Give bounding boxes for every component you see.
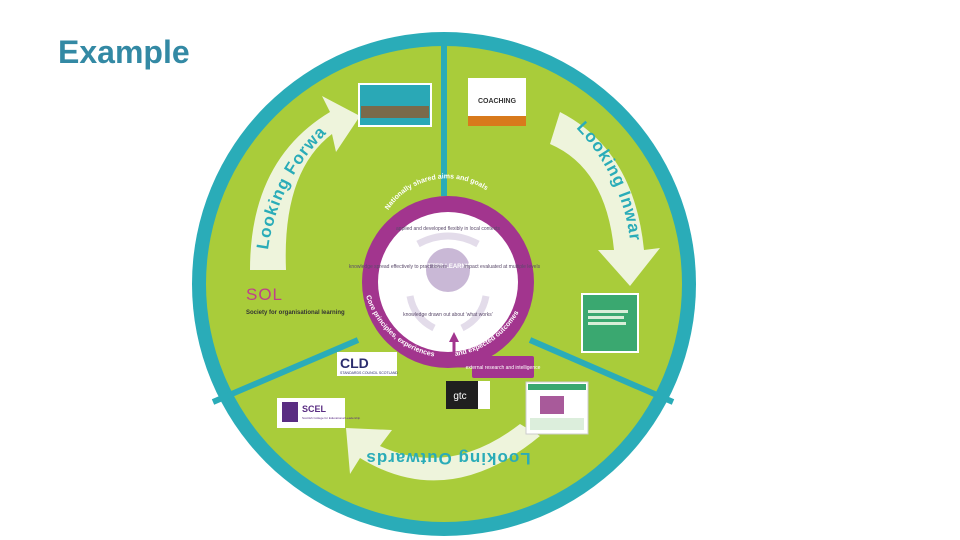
sol-logo: SOL Society for organisational learning (246, 285, 345, 316)
svg-text:Society for organisational lea: Society for organisational learning (246, 310, 345, 316)
cycle-text-left: knowledge spread effectively to practiti… (349, 264, 448, 270)
hub-core (426, 248, 470, 292)
doc-thumbnail-top-left (358, 83, 432, 127)
svg-text:gtc: gtc (453, 391, 466, 402)
page-title: Example (58, 34, 190, 70)
external-research-callout: external research and intelligence (449, 332, 541, 378)
looking-outwards-label: Looking Outwards (365, 449, 530, 468)
svg-text:STANDARDS COUNCIL SCOTLAND: STANDARDS COUNCIL SCOTLAND (340, 371, 398, 375)
cycle-text-bottom: knowledge drawn out about ‘what works’ (403, 312, 493, 318)
callout-text: external research and intelligence (466, 365, 541, 371)
hub-center-label: BETTER LEARNING (420, 264, 477, 270)
gtc-logo: gtc (446, 381, 490, 409)
cld-logo: CLD STANDARDS COUNCIL SCOTLAND (337, 352, 398, 376)
svg-text:CLD: CLD (340, 355, 369, 371)
divider-left (211, 337, 360, 405)
cycle-arrow-left (406, 295, 436, 332)
doc-thumbnail-right (581, 293, 639, 353)
cycle-text-right: impact evaluated at multiple levels (464, 264, 541, 270)
divider-right (528, 337, 675, 405)
scel-logo: SCEL Scottish College for Educational Le… (277, 398, 361, 428)
svg-text:SOL: SOL (246, 285, 283, 304)
coaching-logo: COACHING (468, 78, 526, 126)
svg-text:COACHING: COACHING (478, 98, 517, 105)
cycle-arrow-right (460, 295, 490, 332)
svg-text:SCEL: SCEL (302, 404, 327, 414)
cycle-text-top: applied and developed flexibly in local … (396, 226, 500, 232)
website-thumbnail (525, 381, 589, 435)
cycle-arrow-top (416, 232, 480, 248)
looking-outwards-arrow: Looking Outwards (346, 424, 540, 481)
svg-text:Scottish College for Education: Scottish College for Educational Leaders… (302, 416, 361, 420)
